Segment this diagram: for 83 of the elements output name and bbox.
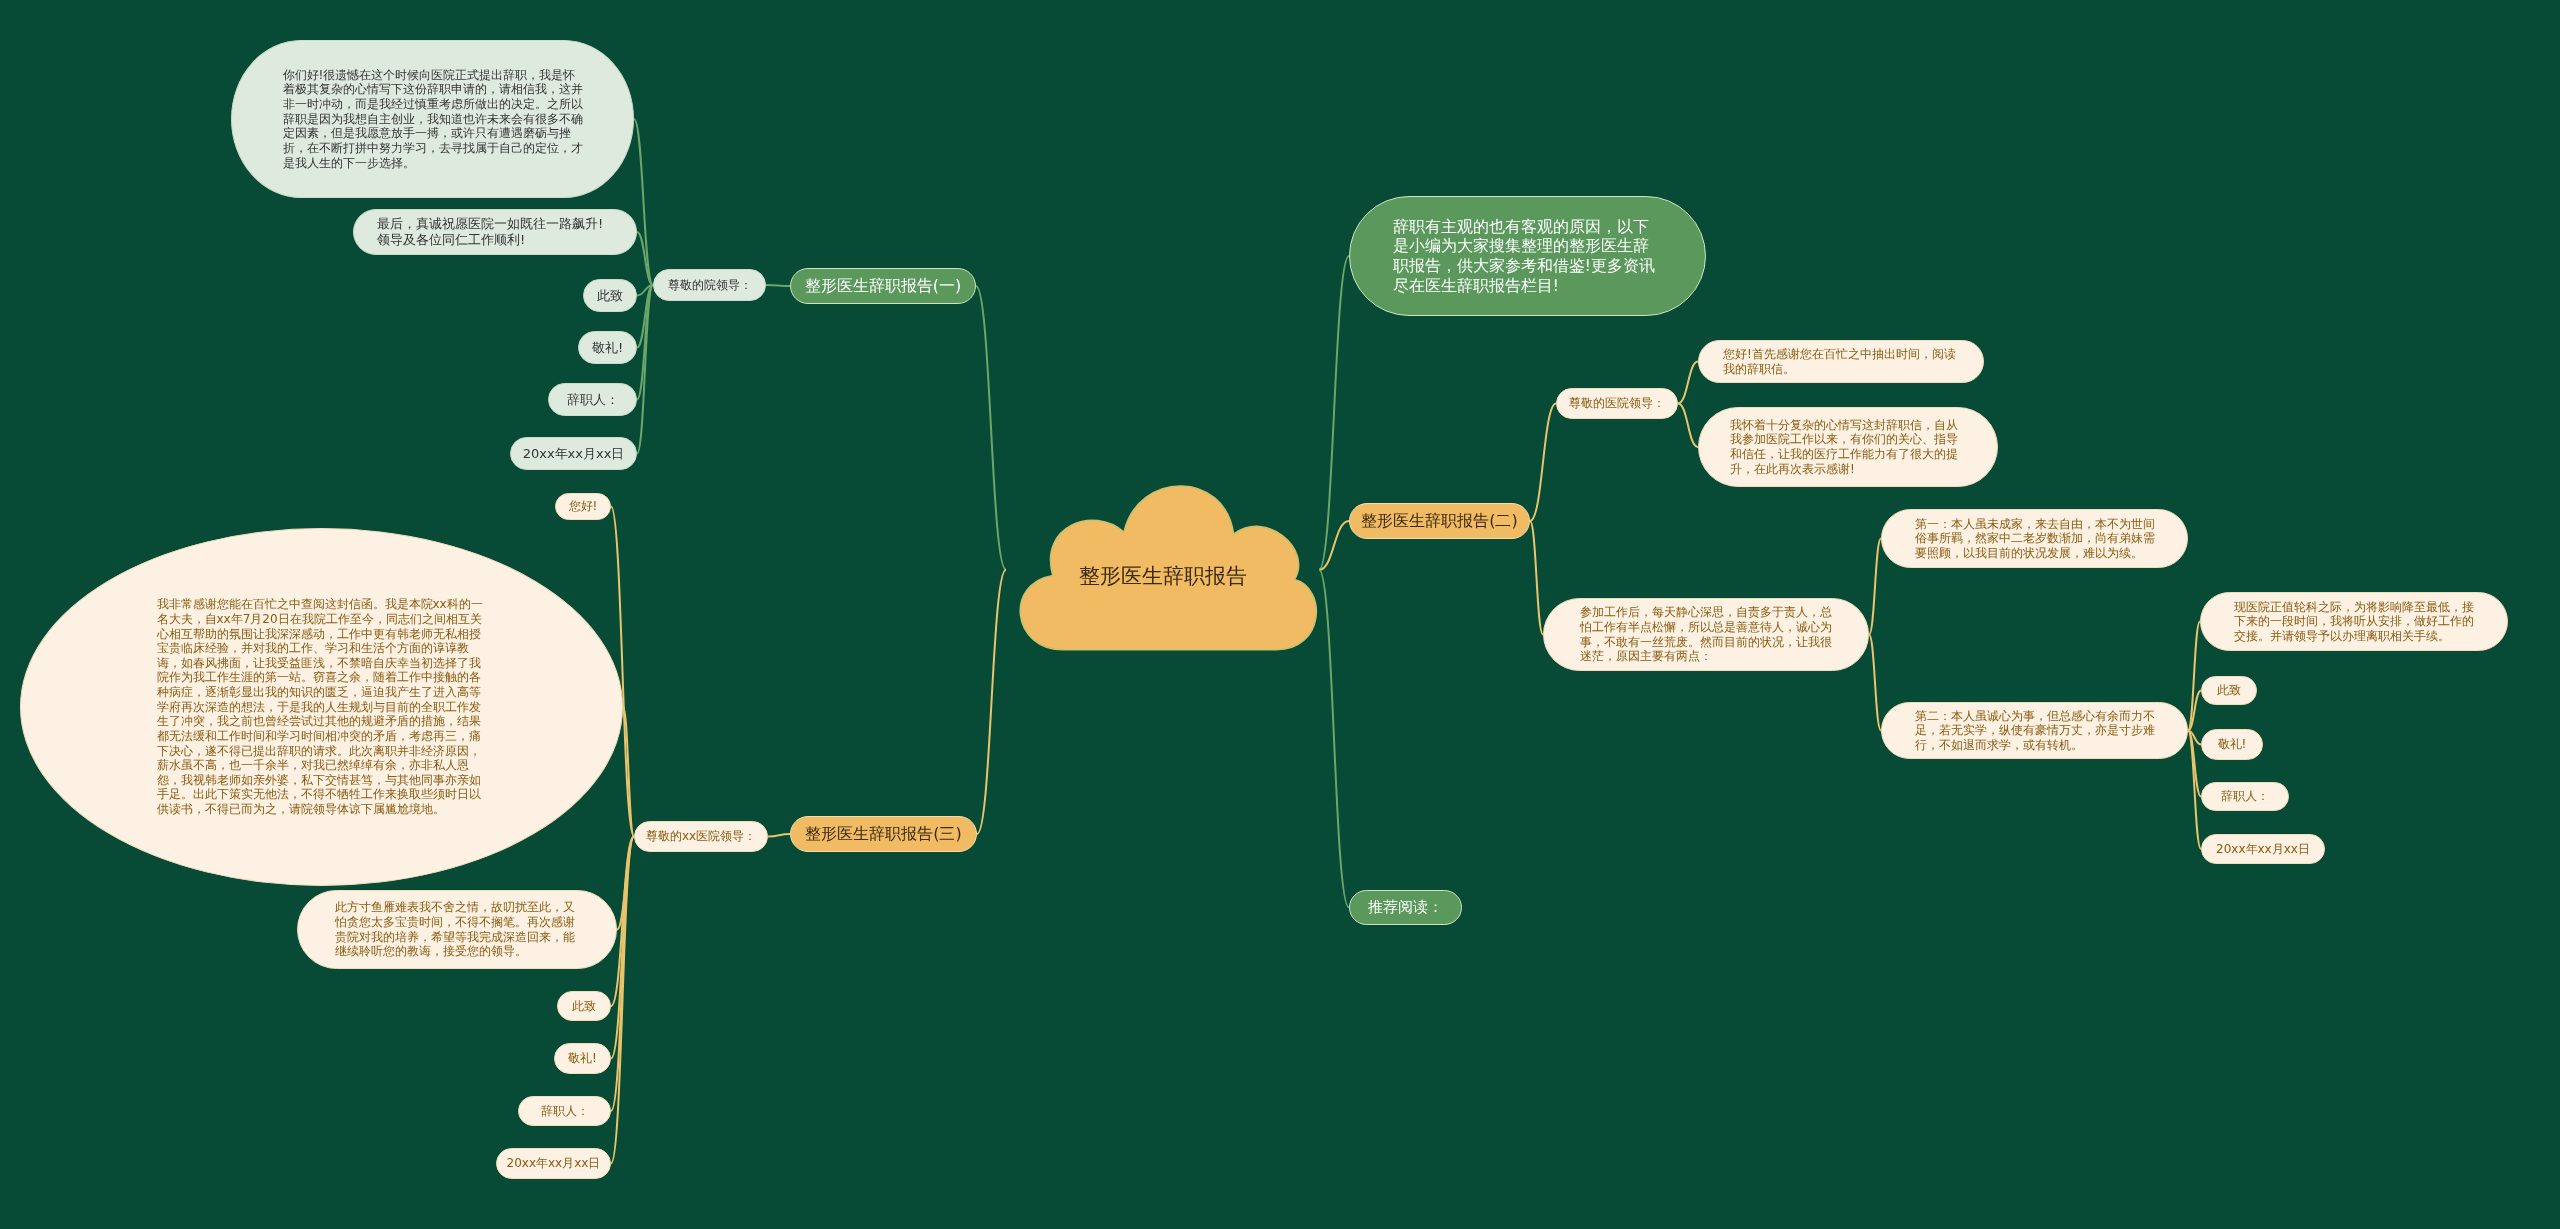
topic-text: 敬礼! [568,1051,597,1066]
topic-text: 现医院正值轮科之际，为将影响降至最低，接下来的一段时间，我将听从安排，做好工作的交接。并请领导予以办理离职相关手续。 [2234,599,2474,644]
connector-line [610,835,635,1060]
topic-bubble [554,1043,611,1074]
connector-line [1318,255,1350,571]
central-topic-text: 整形医生辞职报告 [1077,564,1248,590]
connector-line [1868,633,1882,732]
topic-bubble [548,383,637,416]
topic-text: 辞职人： [566,391,619,408]
connector-line [636,231,654,286]
topic-text: 此致 [2217,683,2241,698]
topic-text: 您好!首先感谢您在百忙之中抽出时间，阅读我的辞职信。 [1723,346,1957,377]
topic-text: 推荐阅读： [1368,898,1443,917]
topic-bubble [1881,702,2188,759]
topic-bubble [583,279,637,312]
branch-topic [790,268,976,304]
topic-text: 尊敬的医院领导： [1569,396,1665,411]
topic-bubble [518,1096,611,1126]
topic-bubble [510,437,637,470]
topic-bubble [297,890,617,969]
topic-text: 20xx年xx月xx日 [506,1156,601,1171]
topic-text: 整形医生辞职报告(二) [1361,511,1518,531]
branch-topic [1349,503,1530,539]
topic-bubble [496,1148,611,1179]
connector-line [2187,729,2202,746]
topic-bubble [555,493,611,520]
topic-text: 整形医生辞职报告(一) [804,276,962,296]
connector-line [765,284,791,287]
connector-line [636,284,654,297]
topic-text: 你们好!很遗憾在这个时候向医院正式提出辞职，我是怀着极其复杂的心情写下这份辞职申请的，请相信我，这并非一时冲动，而是我经过慎重考虑所做出的决定。之所以辞职是因为我想自主创业，我知道也许未来会有很多不确定因素，但是我愿意放手一搏，或许只有遭遇磨砺与挫折，在不断打拼中努力学习，去寻找属于自己的定位，才是我人生的下一步选择。 [282,67,583,171]
topic-text: 敬礼! [2217,737,2247,752]
topic-bubble [2201,676,2257,705]
topic-bubble [2201,729,2263,760]
connector-line [1318,568,1350,909]
connector-line [1677,360,1699,405]
connector-line [2187,729,2202,798]
topic-text: 最后，真诚祝愿医院一如既往一路飙升!领导及各位同仁工作顺利! [377,216,605,248]
topic-text: 敬礼! [591,339,624,356]
topic-text: 此致 [597,287,623,304]
connector-line [1318,520,1350,571]
topic-bubble [1556,388,1678,419]
topic-bubble [1543,598,1869,671]
topic-text: 第一：本人虽未成家，来去自由，本不为世间俗事所羁，然家中二老岁数渐加，尚有弟妹需要照顾，以我目前的状况发展，难以为续。 [1914,516,2155,561]
topic-bubble [353,209,637,255]
topic-bubble [634,821,768,852]
connector-line [2187,689,2202,732]
connector-line [622,706,635,838]
connector-line [767,833,791,838]
connector-line [1677,402,1699,448]
topic-bubble [2201,782,2289,811]
connector-line [975,285,1007,571]
topic-text: 我怀着十分复杂的心情写这封辞职信，自从我参加医院工作以来，有你们的关心、指导和信任，让我的医疗工作能力有了很大的提升，在此再次表示感谢! [1730,417,1959,477]
topic-text: 此方寸鱼雁难表我不舍之情，故叨扰至此，又怕贪您太多宝贵时间，不得不搁笔。再次感谢贵院对我的培养，希望等我完成深造回来，能继续聆听您的教诲，接受您的领导。 [335,900,576,959]
connector-line [1529,520,1544,636]
connector-line [633,118,654,286]
topic-text: 辞职有主观的也有客观的原因，以下是小编为大家搜集整理的整形医生辞职报告，供大家参考和借鉴!更多资讯尽在医生辞职报告栏目! [1392,216,1656,296]
topic-text: 参加工作后，每天静心深思，自责多于责人，总怕工作有半点松懈，所以总是善意待人，诚心为事，不敢有一丝荒废。然而目前的状况，让我很迷茫，原因主要有两点： [1580,605,1832,664]
topic-text: 20xx年xx月xx日 [2216,841,2310,857]
branch-topic [1349,890,1462,925]
topic-bubble [557,991,611,1021]
topic-text: 辞职人： [2221,789,2269,804]
connector-line [1868,537,1882,636]
topic-bubble [578,331,637,364]
connector-line [1529,402,1557,522]
topic-bubble [1698,340,1984,383]
topic-text: 辞职人： [540,1103,589,1119]
topic-bubble [2200,592,2508,651]
topic-bubble [2201,834,2325,864]
connector-line [616,835,635,931]
connector-line [636,284,654,349]
connector-line [976,568,1007,835]
topic-text: 整形医生辞职报告(三) [805,824,962,844]
connector-line [610,835,635,1007]
topic-text: 此致 [572,998,596,1014]
topic-text: 您好! [568,499,598,514]
topic-text: 我非常感谢您能在百忙之中查阅这封信函。我是本院xx科的一名大夫，自xx年7月20日在我院工作至今，同志们之间相互关心相互帮助的氛围让我深深感动，工作中更有韩老师无私相授宝贵临床经验，并对我的工作、学习和生活个方面的谆谆教诲，如春风拂面，让我受益匪浅，不禁暗自庆幸当初选择了我院作为我工作生涯的第一站。窃喜之余，随着工作中接触的各种病症，逐渐彰显出我的知识的匮乏，逼迫我产生了进入高等学府再次深造的想法，于是我的人生规划与目前的全职工作发生了冲突，我之前也曾经尝试过其他的规避矛盾的措施，结果都无法缓和工作时间和学习时间相冲突的矛盾，考虑再三，痛下决心，遂不得已提出辞职的请求。此次离职并非经济原因，薪水虽不高，也一千余半，对我已然绰绰有余，亦非私人恩怨，我视韩老师如亲外婆，私下交情甚笃，与其他同事亦亲如手足。出此下策实无他法，不得不牺牲工作来换取些须时日以供读书，不得已而为之，请院领导体谅下属尴尬境地。 [156,597,484,817]
topic-text: 尊敬的院领导： [667,277,752,293]
topic-text: 第二：本人虽诚心为事，但总感心有余而力不足，若无实学，纵使有豪情万丈，亦是寸步难行，不如退而求学，或有转机。 [1914,708,2155,753]
topic-text: 20xx年xx月xx日 [522,445,625,462]
topic-bubble [653,269,766,301]
topic-text: 尊敬的xx医院领导： [645,829,757,844]
topic-bubble [1881,509,2188,568]
branch-topic [790,816,977,852]
